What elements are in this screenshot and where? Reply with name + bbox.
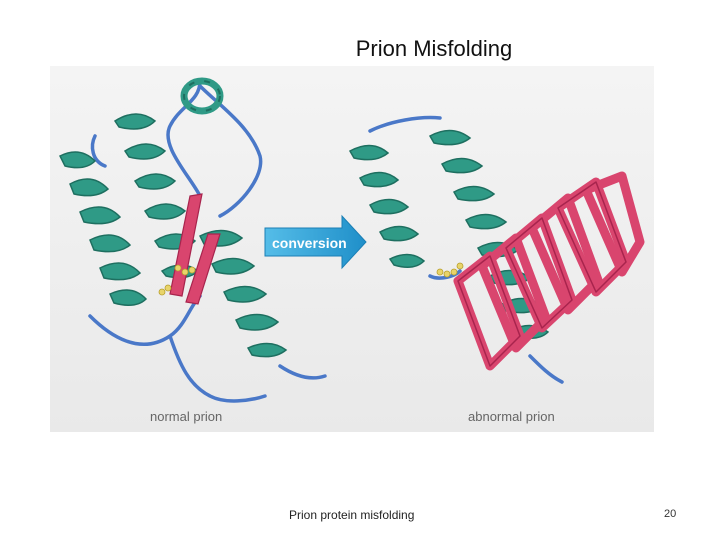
slide-footer: Prion protein misfolding bbox=[289, 508, 414, 522]
slide-page-number: 20 bbox=[664, 508, 676, 520]
slide-title: Prion Misfolding bbox=[0, 36, 720, 62]
normal-prion-caption: normal prion bbox=[150, 409, 222, 424]
conversion-arrow-label: conversion bbox=[272, 235, 347, 251]
abnormal-prion-caption: abnormal prion bbox=[468, 409, 555, 424]
prion-diagram: conversion bbox=[50, 66, 654, 432]
prion-figure: conversion bbox=[50, 66, 654, 432]
